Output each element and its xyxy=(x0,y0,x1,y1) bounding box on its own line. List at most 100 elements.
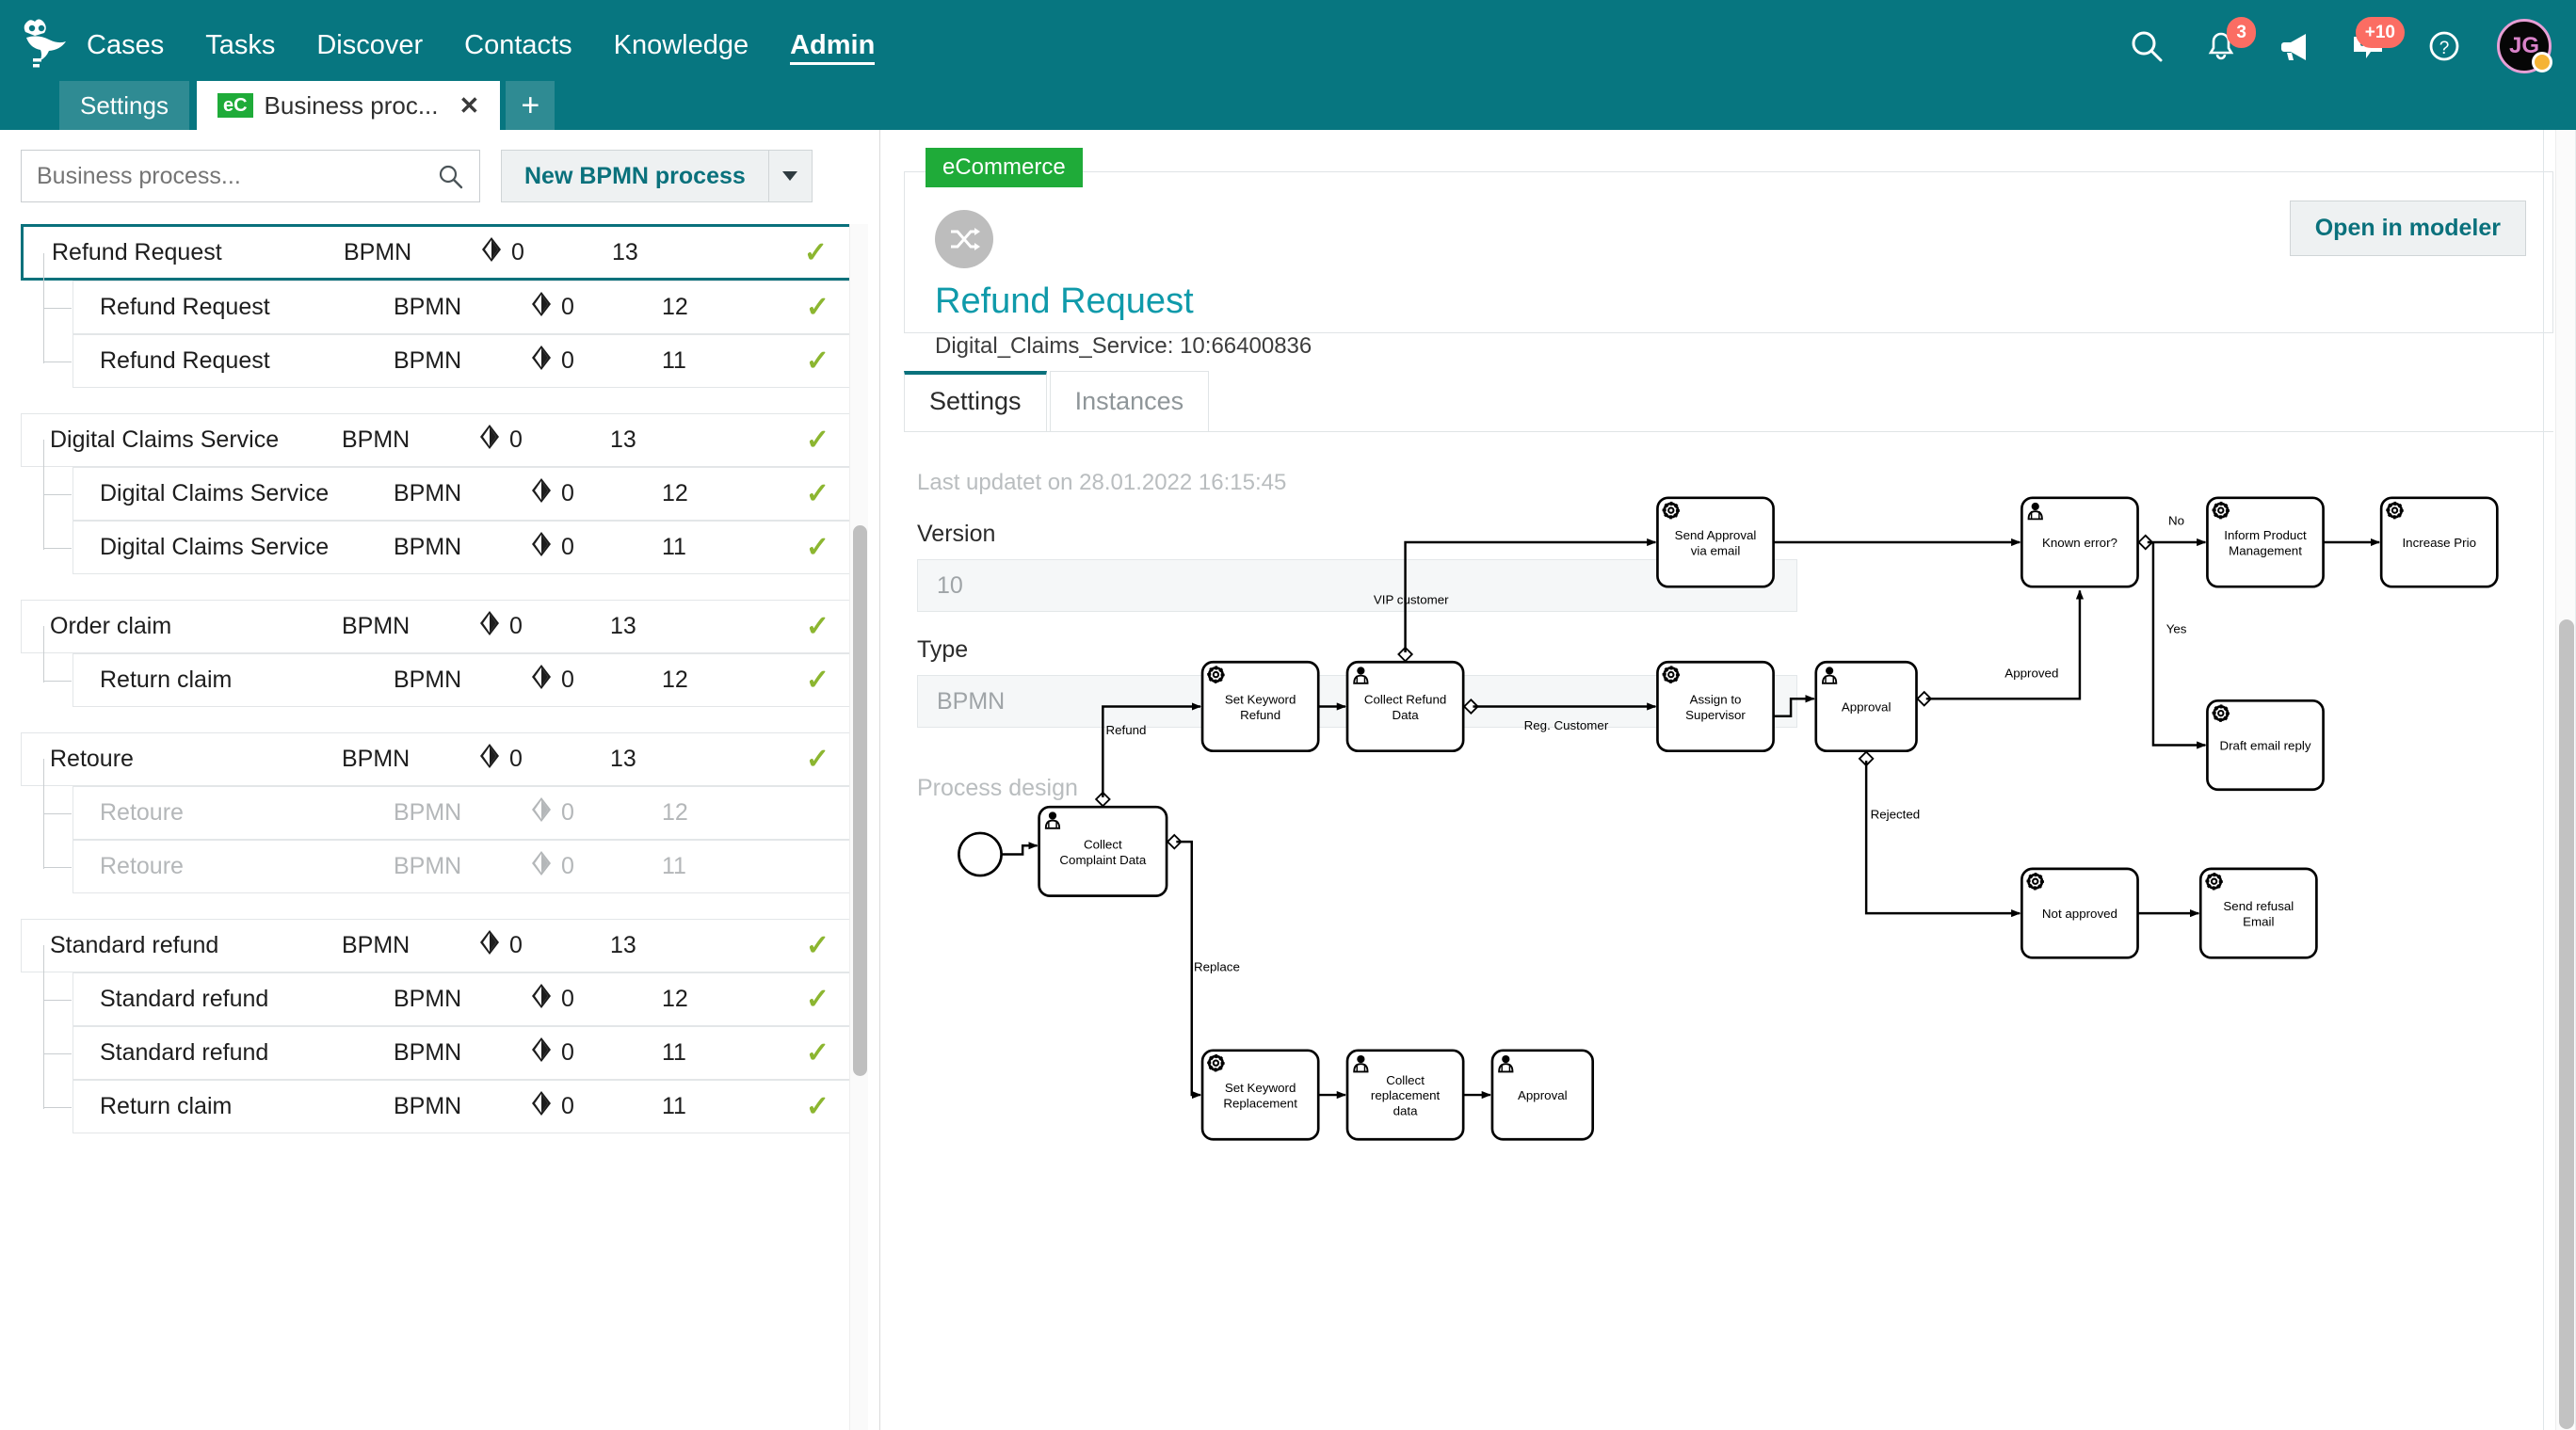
check-icon: ✓ xyxy=(805,345,829,377)
owl-logo[interactable] xyxy=(17,15,77,75)
help-icon[interactable]: ? xyxy=(2423,24,2466,68)
svg-text:via email: via email xyxy=(1691,543,1741,557)
open-in-modeler-button[interactable]: Open in modeler xyxy=(2289,201,2526,256)
process-name: Retoure xyxy=(100,799,184,826)
process-version: 13 xyxy=(610,426,636,453)
process-version: 13 xyxy=(610,613,636,639)
process-name: Standard refund xyxy=(100,1039,269,1066)
search-input[interactable] xyxy=(37,162,432,190)
chat-icon[interactable]: +10 xyxy=(2348,16,2405,68)
left-scrollbar-thumb[interactable] xyxy=(853,525,867,1076)
diamond-icon xyxy=(478,743,501,776)
avatar-status-dot xyxy=(2532,51,2552,72)
process-name: Retoure xyxy=(100,853,184,879)
instance-count: 0 xyxy=(530,345,662,378)
instance-count-value: 0 xyxy=(561,534,574,560)
status-badge: ✓ xyxy=(723,743,858,776)
instance-count-value: 0 xyxy=(509,426,523,453)
tab-instances[interactable]: Instances xyxy=(1049,371,1210,431)
list-group-spacer xyxy=(21,893,859,919)
right-scrollbar[interactable] xyxy=(2555,130,2576,1430)
instance-count: 0 xyxy=(530,477,662,510)
instance-count: 0 xyxy=(530,983,662,1016)
process-version: 11 xyxy=(662,1093,686,1119)
instance-count: 0 xyxy=(530,1090,662,1123)
new-bpmn-process-button[interactable]: New BPMN process xyxy=(501,150,813,202)
instance-count: 0 xyxy=(478,610,610,643)
search-icon[interactable] xyxy=(438,164,464,195)
svg-text:Replace: Replace xyxy=(1194,960,1240,974)
nav-label: Contacts xyxy=(464,30,572,60)
nav-item-knowledge[interactable]: Knowledge xyxy=(593,0,770,91)
tab-settings[interactable]: Settings xyxy=(59,81,189,130)
process-version: 13 xyxy=(610,932,636,958)
svg-text:Approval: Approval xyxy=(1842,700,1892,715)
tab-business-process[interactable]: eC Business proc... ✕ xyxy=(196,81,501,130)
nav-item-tasks[interactable]: Tasks xyxy=(185,0,296,91)
svg-text:Send refusal: Send refusal xyxy=(2223,899,2294,913)
process-version: 12 xyxy=(662,667,688,693)
process-type: BPMN xyxy=(342,746,411,772)
svg-text:replacement: replacement xyxy=(1371,1088,1441,1102)
megaphone-icon[interactable] xyxy=(2274,24,2317,68)
left-scrollbar[interactable] xyxy=(849,224,868,1430)
svg-text:data: data xyxy=(1393,1104,1419,1118)
close-icon[interactable]: ✕ xyxy=(459,90,480,120)
process-type: BPMN xyxy=(342,426,411,453)
check-icon: ✓ xyxy=(805,532,829,563)
svg-text:Increase Prio: Increase Prio xyxy=(2402,536,2476,550)
search-box[interactable] xyxy=(21,150,480,202)
process-design-label: Process design xyxy=(917,775,1078,801)
nav-item-discover[interactable]: Discover xyxy=(296,0,443,91)
instance-count-value: 0 xyxy=(561,294,574,320)
add-tab-button[interactable]: + xyxy=(506,81,555,130)
version-field[interactable]: 10 xyxy=(917,559,1797,612)
right-scrollbar-thumb[interactable] xyxy=(2559,619,2574,1429)
status-badge: ✓ xyxy=(775,531,858,564)
svg-text:Set Keyword: Set Keyword xyxy=(1225,692,1296,706)
diamond-icon xyxy=(478,424,501,457)
nav-item-cases[interactable]: Cases xyxy=(66,0,185,91)
tab-settings-detail[interactable]: Settings xyxy=(904,371,1047,431)
svg-text:Complaint Data: Complaint Data xyxy=(1059,853,1146,867)
process-subtitle: Digital_Claims_Service: 10:66400836 xyxy=(935,333,1312,359)
check-icon: ✓ xyxy=(805,984,829,1015)
plus-icon: + xyxy=(521,87,540,123)
process-name: Digital Claims Service xyxy=(50,426,280,453)
chevron-down-icon[interactable] xyxy=(767,151,812,201)
new-bpmn-process-label: New BPMN process xyxy=(524,162,746,189)
check-icon: ✓ xyxy=(805,930,829,961)
search-icon[interactable] xyxy=(2125,24,2168,68)
instance-count: 0 xyxy=(530,850,662,883)
bell-icon[interactable]: 3 xyxy=(2199,16,2256,68)
tab-business-process-label: Business proc... xyxy=(264,90,439,120)
nav-label: Knowledge xyxy=(613,30,749,60)
instance-count: 0 xyxy=(478,743,610,776)
nav-item-contacts[interactable]: Contacts xyxy=(443,0,592,91)
avatar[interactable]: JG xyxy=(2497,18,2552,73)
nav-item-admin[interactable]: Admin xyxy=(769,0,895,91)
status-badge: ✓ xyxy=(775,664,858,697)
nav-label: Discover xyxy=(316,30,424,60)
chat-badge: +10 xyxy=(2355,16,2405,48)
list-group-spacer xyxy=(21,707,859,732)
process-type: BPMN xyxy=(344,238,412,265)
instance-count-value: 0 xyxy=(509,932,523,958)
